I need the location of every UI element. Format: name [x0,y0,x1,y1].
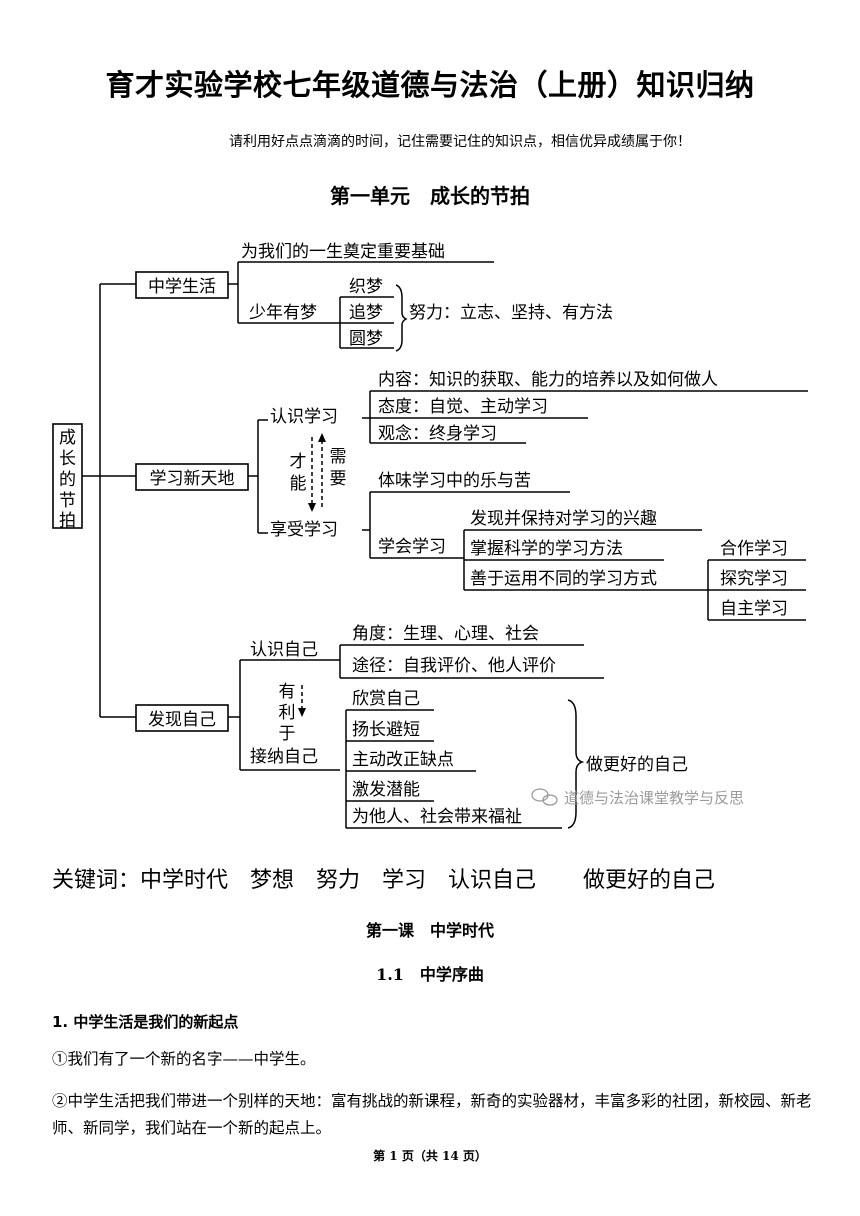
as-item: 欣赏自己 [352,689,420,709]
learning-style: 合作学习 [720,539,788,559]
as-item: 扬长避短 [352,720,420,740]
watermark-text: 道德与法治课堂教学与反思 [564,789,744,807]
root-char: 成 [59,428,76,448]
branch-school-life: 中学生活 [148,277,216,297]
arrow-label: 利 [279,703,296,723]
keywords-line: 关键词：中学时代 梦想 努力 学习 认识自己 做更好的自己 [52,868,715,893]
dream-item: 圆梦 [349,329,383,349]
as-item: 激发潜能 [352,780,420,800]
school-life-foundation: 为我们的一生奠定重要基础 [241,242,445,262]
document-title: 育才实验学校七年级道德与法治（上册）知识归纳 [105,68,755,102]
ks-item: 途径：自我评价、他人评价 [352,656,556,676]
know-item: 观念：终身学习 [378,423,497,444]
know-learning: 认识学习 [270,407,338,427]
dream-effort: 努力：立志、坚持、有方法 [409,303,613,323]
page-footer: 第 1 页（共 14 页） [373,1149,487,1163]
accept-self: 接纳自己 [250,747,318,767]
learn-to-learn: 学会学习 [378,537,446,557]
dream-item: 织梦 [349,277,383,297]
arrow-label: 于 [279,724,296,744]
taste-learning: 体味学习中的乐与苦 [378,471,531,491]
root-char: 拍 [59,511,76,531]
as-item: 为他人、社会带来福祉 [352,807,522,827]
arrow-label: 需 [330,447,347,467]
enjoy-learning: 享受学习 [270,520,338,540]
watermark: 道德与法治课堂教学与反思 [531,788,744,807]
know-self: 认识自己 [250,640,318,660]
ll-item: 善于运用不同的学习方式 [470,569,657,589]
ks-item: 角度：生理、心理、社会 [352,624,539,644]
branch-box-school-life [135,271,229,299]
branch-discover-self: 发现自己 [148,710,216,730]
branch-learning: 学习新天地 [150,469,235,489]
root-char: 的 [59,470,76,490]
ll-item: 掌握科学的学习方法 [470,539,623,559]
section-heading: 1.1 中学序曲 [376,965,484,984]
arrow-label: 能 [290,474,307,494]
arrow-label: 才 [290,452,307,472]
as-item: 主动改正缺点 [352,750,454,770]
paragraph: ①我们有了一个新的名字——中学生。 [52,1050,316,1068]
document-subtitle: 请利用好点点滴滴的时间，记住需要记住的知识点，相信优异成绩属于你！ [229,134,691,150]
youth-dream: 少年有梦 [249,303,317,323]
learning-style: 探究学习 [720,569,788,589]
dream-item: 追梦 [349,303,383,323]
paragraph: ②中学生活把我们带进一个别样的天地：富有挑战的新课程，新奇的实验器材，丰富多彩的… [52,1092,812,1137]
better-self: 做更好的自己 [586,755,688,775]
branch-box-learning [135,463,249,491]
ll-item: 发现并保持对学习的兴趣 [470,509,657,529]
arrow-label: 要 [330,469,347,489]
root-char: 节 [59,491,76,511]
lesson-heading: 第一课 中学时代 [365,921,494,940]
branch-box-discover-self [135,704,229,732]
unit-heading: 第一单元 成长的节拍 [330,184,530,208]
wechat-icon [531,788,558,806]
point-heading: 1. 中学生活是我们的新起点 [52,1013,239,1031]
know-item: 态度：自觉、主动学习 [378,397,548,417]
learning-style: 自主学习 [720,599,788,619]
mind-map: 成 长 的 节 拍 中学生活 为我们的一生奠定重要基础 少年有梦 织梦 追梦 圆… [52,242,808,829]
arrow-label: 有 [279,682,296,702]
root-char: 长 [59,449,76,469]
know-item: 内容：知识的获取、能力的培养以及如何做人 [378,370,718,390]
